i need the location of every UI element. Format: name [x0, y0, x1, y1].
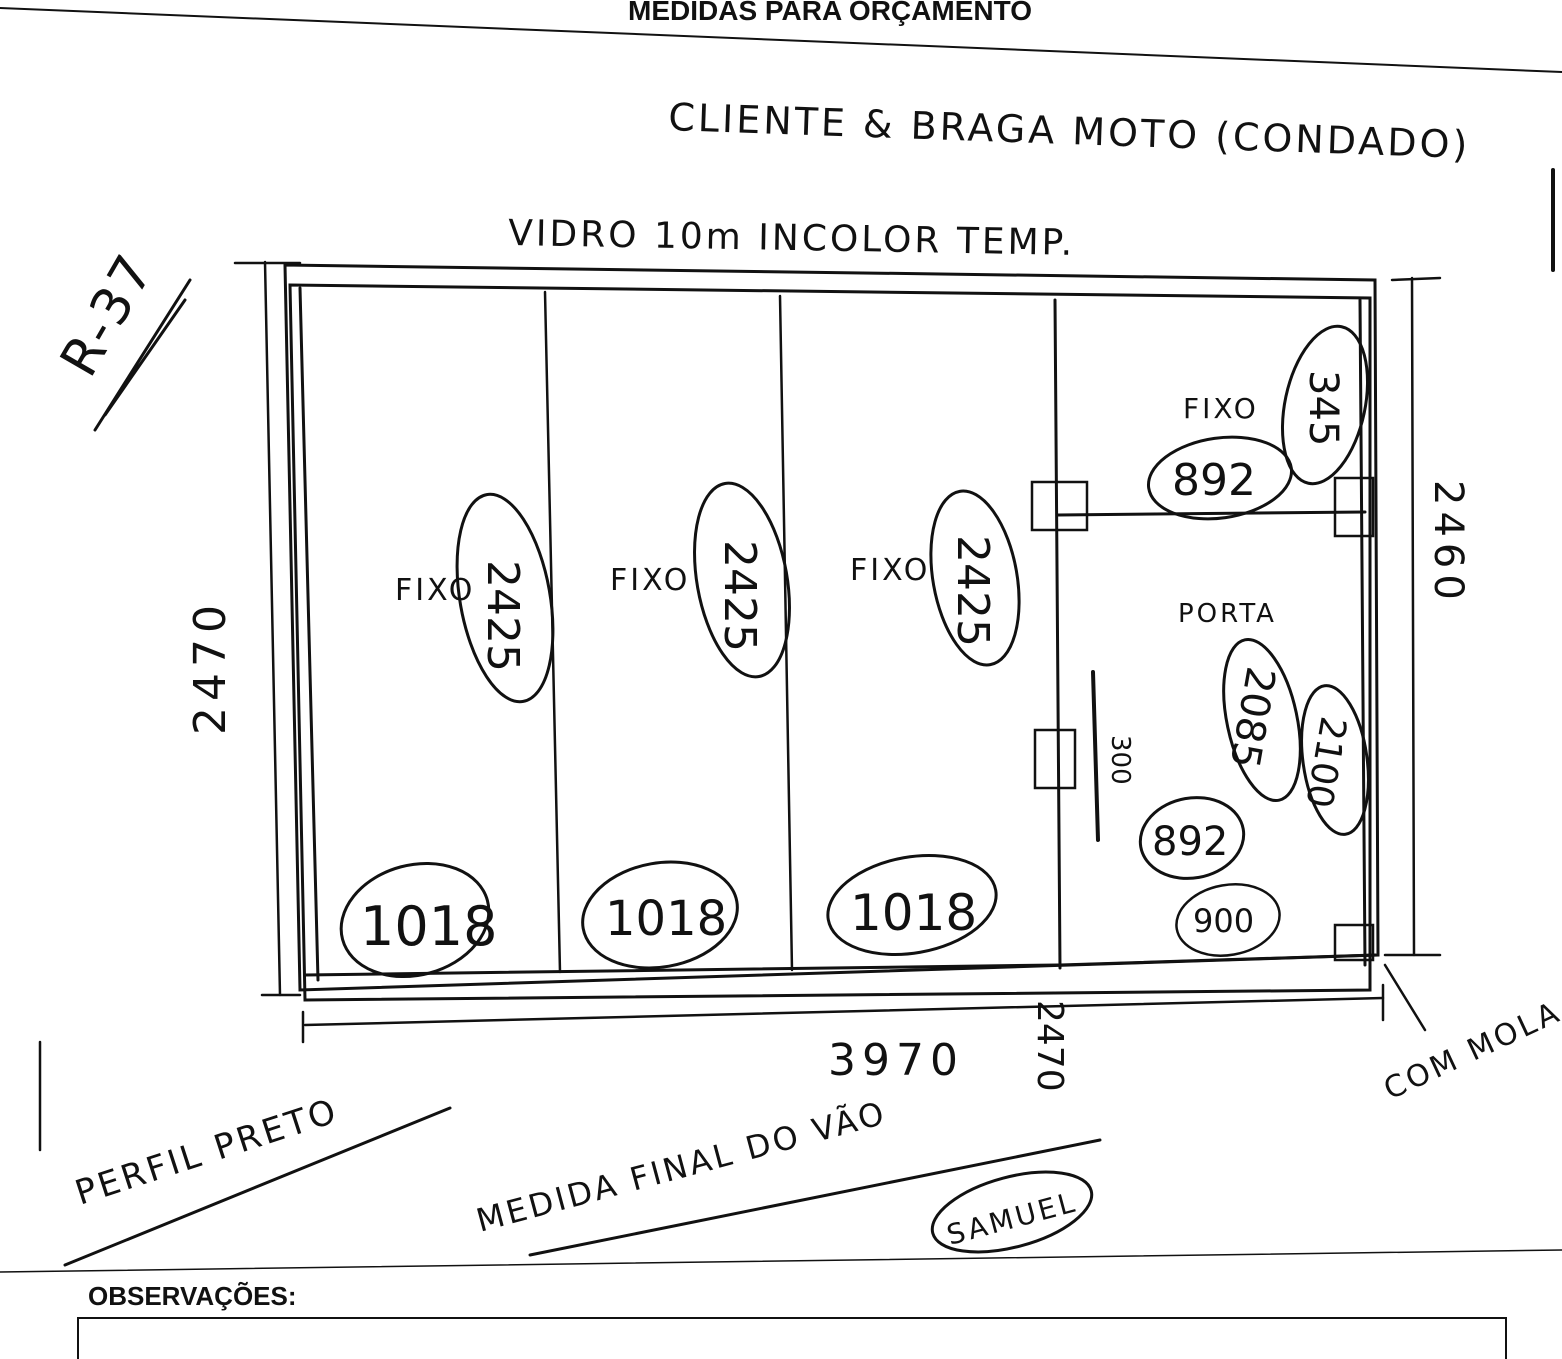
door-panel: PORTA 2085 2100 300 892 900	[1105, 599, 1370, 957]
spring-note: COM MOLA	[1379, 995, 1562, 1108]
door-label: PORTA	[1178, 599, 1277, 629]
door-glass-width: 892	[1152, 819, 1228, 865]
transom-label: FIXO	[1183, 392, 1259, 425]
panel-height: 2425	[714, 540, 765, 652]
form-title: MEDIDAS PARA ORÇAMENTO	[628, 0, 1032, 26]
transom-width: 892	[1172, 455, 1256, 506]
height-bottom: 2470	[1029, 1000, 1070, 1092]
panel-width: 1018	[850, 884, 977, 942]
door-opening-width: 900	[1193, 902, 1254, 940]
top-fixed-panel: FIXO 892 345	[1146, 324, 1370, 521]
panel-height: 2425	[947, 535, 998, 647]
fixed-panel-1: FIXO 2425 1018	[339, 492, 555, 979]
profile-note: PERFIL PRETO	[70, 1091, 343, 1214]
panel-height: 2425	[477, 560, 528, 672]
panel-label: FIXO	[610, 563, 690, 598]
height-right: 2460	[1425, 480, 1471, 606]
width-total: 3970	[828, 1035, 964, 1086]
fixed-panel-3: FIXO 2425 1018	[826, 489, 1021, 957]
panel-width: 1018	[605, 891, 727, 947]
handle-size: 300	[1105, 735, 1135, 785]
reference-code: R-37	[49, 243, 166, 386]
panel-label: FIXO	[395, 573, 475, 608]
panel-label: FIXO	[850, 553, 930, 588]
client-line: CLIENTE & BRAGA MOTO (CONDADO)	[668, 95, 1471, 167]
observations-label: OBSERVAÇÕES:	[88, 1281, 297, 1311]
panel-width: 1018	[360, 895, 497, 958]
final-measure-note: MEDIDA FINAL DO VÃO	[472, 1094, 890, 1240]
door-opening-height: 2100	[1297, 713, 1353, 810]
transom-height: 345	[1300, 370, 1346, 446]
door-glass-height: 2085	[1220, 663, 1283, 771]
fixed-panel-2: FIXO 2425 1018	[581, 481, 791, 970]
height-left: 2470	[185, 599, 236, 735]
glass-spec: VIDRO 10m INCOLOR TEMP.	[508, 213, 1076, 264]
